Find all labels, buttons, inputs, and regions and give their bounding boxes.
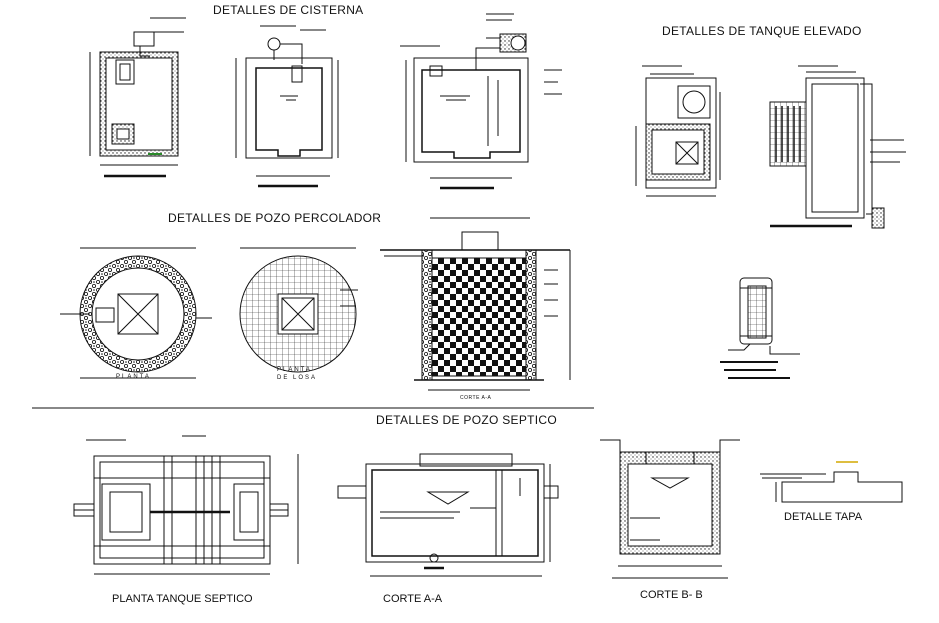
cisterna-plan (89, 17, 186, 178)
label-corte-bb: CORTE B- B (640, 589, 703, 601)
cisterna-section-1 (235, 25, 339, 188)
percolador-losa (239, 247, 358, 373)
title-detalles-cisterna: DETALLES DE CISTERNA (213, 3, 364, 17)
label-planta: PLANTA (116, 374, 151, 380)
label-planta-tanque-septico: PLANTA TANQUE SEPTICO (112, 593, 253, 605)
detalle-tapa (760, 461, 903, 503)
tanque-elevado-detail (720, 277, 800, 379)
label-corte-aa: CORTE A-A (383, 593, 443, 605)
title-detalles-tanque-elevado: DETALLES DE TANQUE ELEVADO (662, 24, 862, 38)
cisterna-section-2 (400, 13, 562, 190)
tanque-elevado-plan (635, 65, 721, 197)
title-detalles-pozo-septico: DETALLES DE POZO SEPTICO (376, 413, 558, 427)
label-planta-losa-line1: PLANTA (277, 367, 312, 373)
percolador-plan (60, 247, 212, 379)
tanque-elevado-section (769, 65, 906, 229)
label-corte-aa-percolador: CORTE A-A (460, 395, 492, 401)
septico-corte-bb (600, 439, 740, 579)
planta-tanque-septico (73, 435, 299, 575)
label-detalle-tapa: DETALLE TAPA (784, 511, 863, 523)
label-planta-losa-line2: DE LOSA (277, 375, 318, 381)
title-detalles-pozo-percolador: DETALLES DE POZO PERCOLADOR (168, 211, 382, 225)
septico-corte-aa (337, 453, 559, 577)
percolador-section (380, 217, 571, 391)
